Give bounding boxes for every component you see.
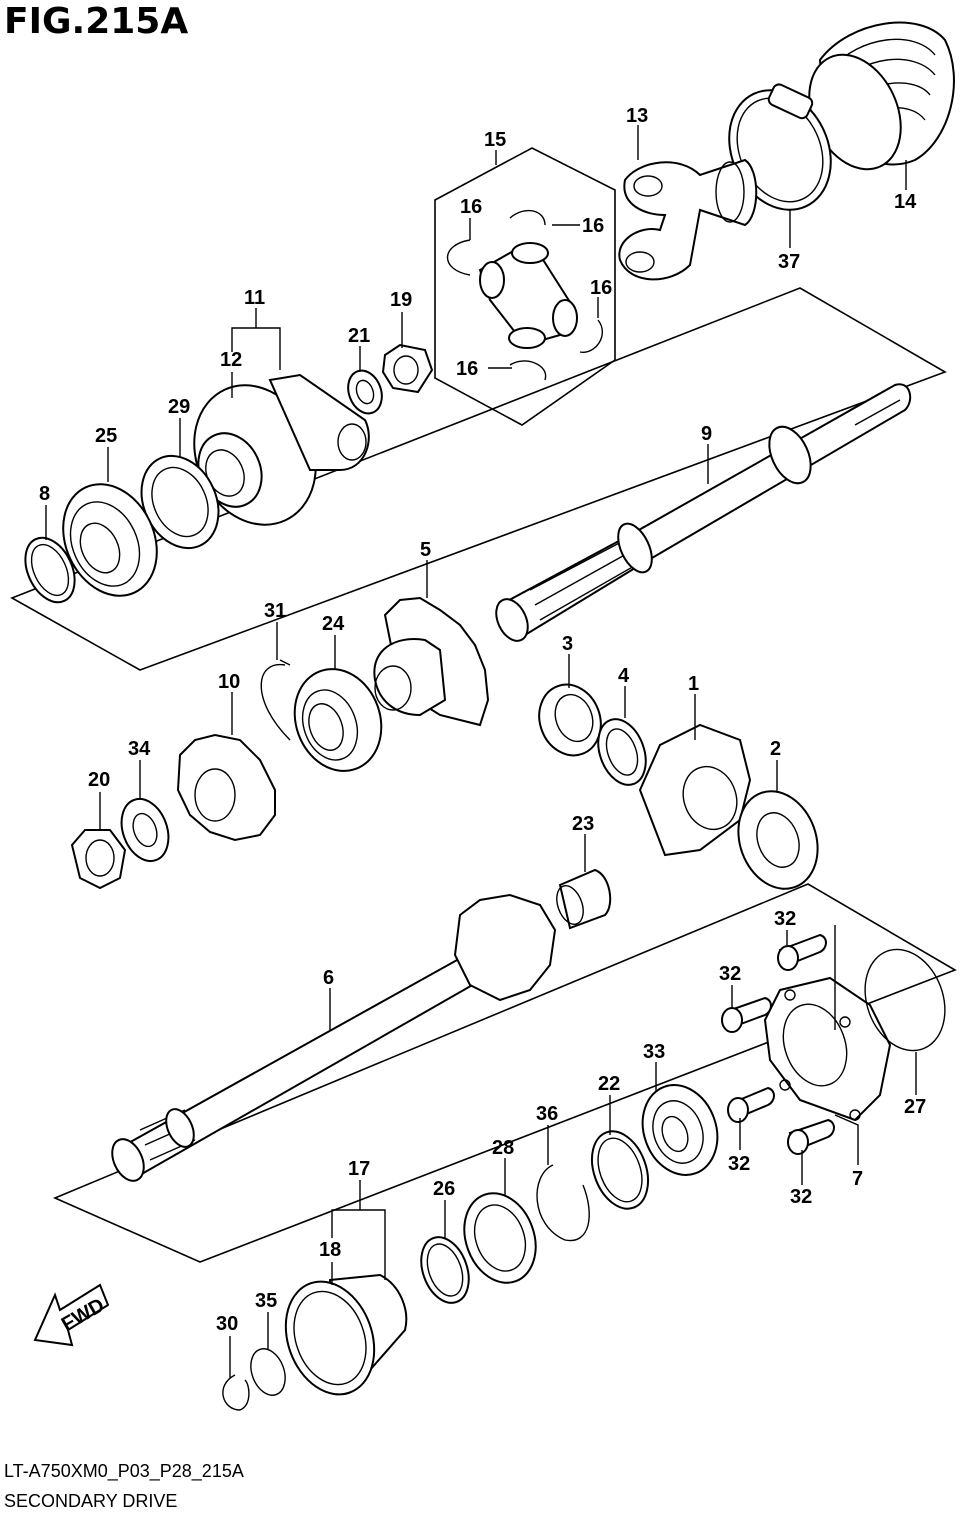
- circlip-part-16[interactable]: [446, 209, 604, 381]
- callout-22: 22: [598, 1073, 620, 1095]
- ring-part-22[interactable]: [582, 1124, 658, 1217]
- cover-part-18[interactable]: [271, 1269, 408, 1407]
- callout-16-d: 16: [456, 358, 478, 380]
- callout-27: 27: [904, 1096, 926, 1118]
- bearing-part-23[interactable]: [552, 868, 612, 930]
- ring-part-26[interactable]: [413, 1231, 478, 1310]
- figure-code: LT-A750XM0_P03_P28_215A: [4, 1461, 244, 1481]
- bearing-housing-part-7[interactable]: [763, 976, 892, 1122]
- callout-16-a: 16: [460, 196, 482, 218]
- callout-36: 36: [536, 1103, 558, 1125]
- yoke-part-13[interactable]: [618, 158, 758, 281]
- ring-part-8[interactable]: [16, 530, 85, 610]
- callout-35: 35: [255, 1290, 277, 1312]
- callout-28: 28: [492, 1137, 514, 1159]
- circlip-part-36[interactable]: [536, 1164, 590, 1242]
- callout-34: 34: [128, 738, 151, 760]
- callout-23: 23: [572, 813, 594, 835]
- callout-30: 30: [216, 1313, 238, 1335]
- circlip-part-30[interactable]: [222, 1374, 250, 1411]
- circlip-part-31[interactable]: [260, 659, 291, 741]
- circlip-part-35[interactable]: [245, 1344, 291, 1400]
- callout-5: 5: [420, 539, 431, 561]
- callout-32-b: 32: [719, 963, 741, 985]
- figure-name: SECONDARY DRIVE: [4, 1491, 178, 1511]
- callout-25: 25: [95, 425, 117, 447]
- callout-9: 9: [701, 423, 712, 445]
- callout-24: 24: [322, 613, 345, 635]
- oil-seal-part-28[interactable]: [452, 1183, 547, 1293]
- callout-14: 14: [894, 191, 917, 213]
- callout-10: 10: [218, 671, 240, 693]
- callout-16-b: 16: [582, 215, 604, 237]
- washer-part-4[interactable]: [590, 713, 655, 792]
- bearing-part-24[interactable]: [281, 657, 396, 783]
- counter-shaft-part-6[interactable]: [106, 893, 557, 1186]
- forward-direction-arrow: FWD: [33, 1283, 110, 1347]
- nut-part-19[interactable]: [381, 343, 434, 394]
- universal-joint-cross-part-15[interactable]: [478, 242, 578, 349]
- callout-11: 11: [244, 287, 265, 309]
- callout-19: 19: [390, 289, 412, 311]
- o-ring-part-27[interactable]: [852, 938, 959, 1062]
- gear-part-10[interactable]: [176, 733, 276, 842]
- lower-section-outline: [52, 883, 957, 1263]
- callout-12: 12: [220, 349, 242, 371]
- callout-20: 20: [88, 769, 110, 791]
- callout-8: 8: [39, 483, 50, 505]
- callout-32-a: 32: [774, 908, 796, 930]
- callout-32-d: 32: [790, 1186, 812, 1208]
- upper-section-outline: [10, 287, 947, 671]
- washer-part-34[interactable]: [113, 792, 176, 867]
- washer-part-21[interactable]: [342, 366, 387, 418]
- leader-lines: [45, 125, 917, 1378]
- boot-part-14[interactable]: [792, 21, 955, 185]
- callout-3: 3: [562, 633, 573, 655]
- callout-37: 37: [778, 251, 800, 273]
- shim-part-2[interactable]: [725, 780, 831, 900]
- callout-17: 17: [348, 1158, 370, 1180]
- callout-4: 4: [618, 665, 630, 687]
- callout-labels: 1 2 3 4 5 6 7 8 9 10 11 12 13 14 15 16 1…: [39, 105, 926, 1335]
- callout-16-c: 16: [590, 277, 612, 299]
- callout-31: 31: [264, 600, 286, 622]
- callout-29: 29: [168, 396, 190, 418]
- callout-7: 7: [852, 1168, 863, 1190]
- bevel-gear-part-5[interactable]: [373, 596, 490, 727]
- bushing-part-3[interactable]: [529, 676, 610, 764]
- callout-15: 15: [484, 129, 506, 151]
- bevel-gear-part-1[interactable]: [638, 723, 752, 857]
- callout-26: 26: [433, 1178, 455, 1200]
- bearing-part-25[interactable]: [46, 469, 175, 611]
- callout-21: 21: [348, 325, 370, 347]
- callout-13: 13: [626, 105, 648, 127]
- callout-6: 6: [323, 967, 334, 989]
- callout-18: 18: [319, 1239, 341, 1261]
- bearing-part-33[interactable]: [630, 1074, 729, 1185]
- nut-part-20[interactable]: [70, 829, 127, 890]
- callout-33: 33: [643, 1041, 665, 1063]
- callout-1: 1: [688, 673, 699, 695]
- callout-2: 2: [770, 738, 781, 760]
- figure-title: FIG.215A: [4, 1, 189, 42]
- drive-shaft-part-9[interactable]: [490, 383, 912, 646]
- callout-32-c: 32: [728, 1153, 750, 1175]
- universal-joint-group-outline: [434, 147, 616, 426]
